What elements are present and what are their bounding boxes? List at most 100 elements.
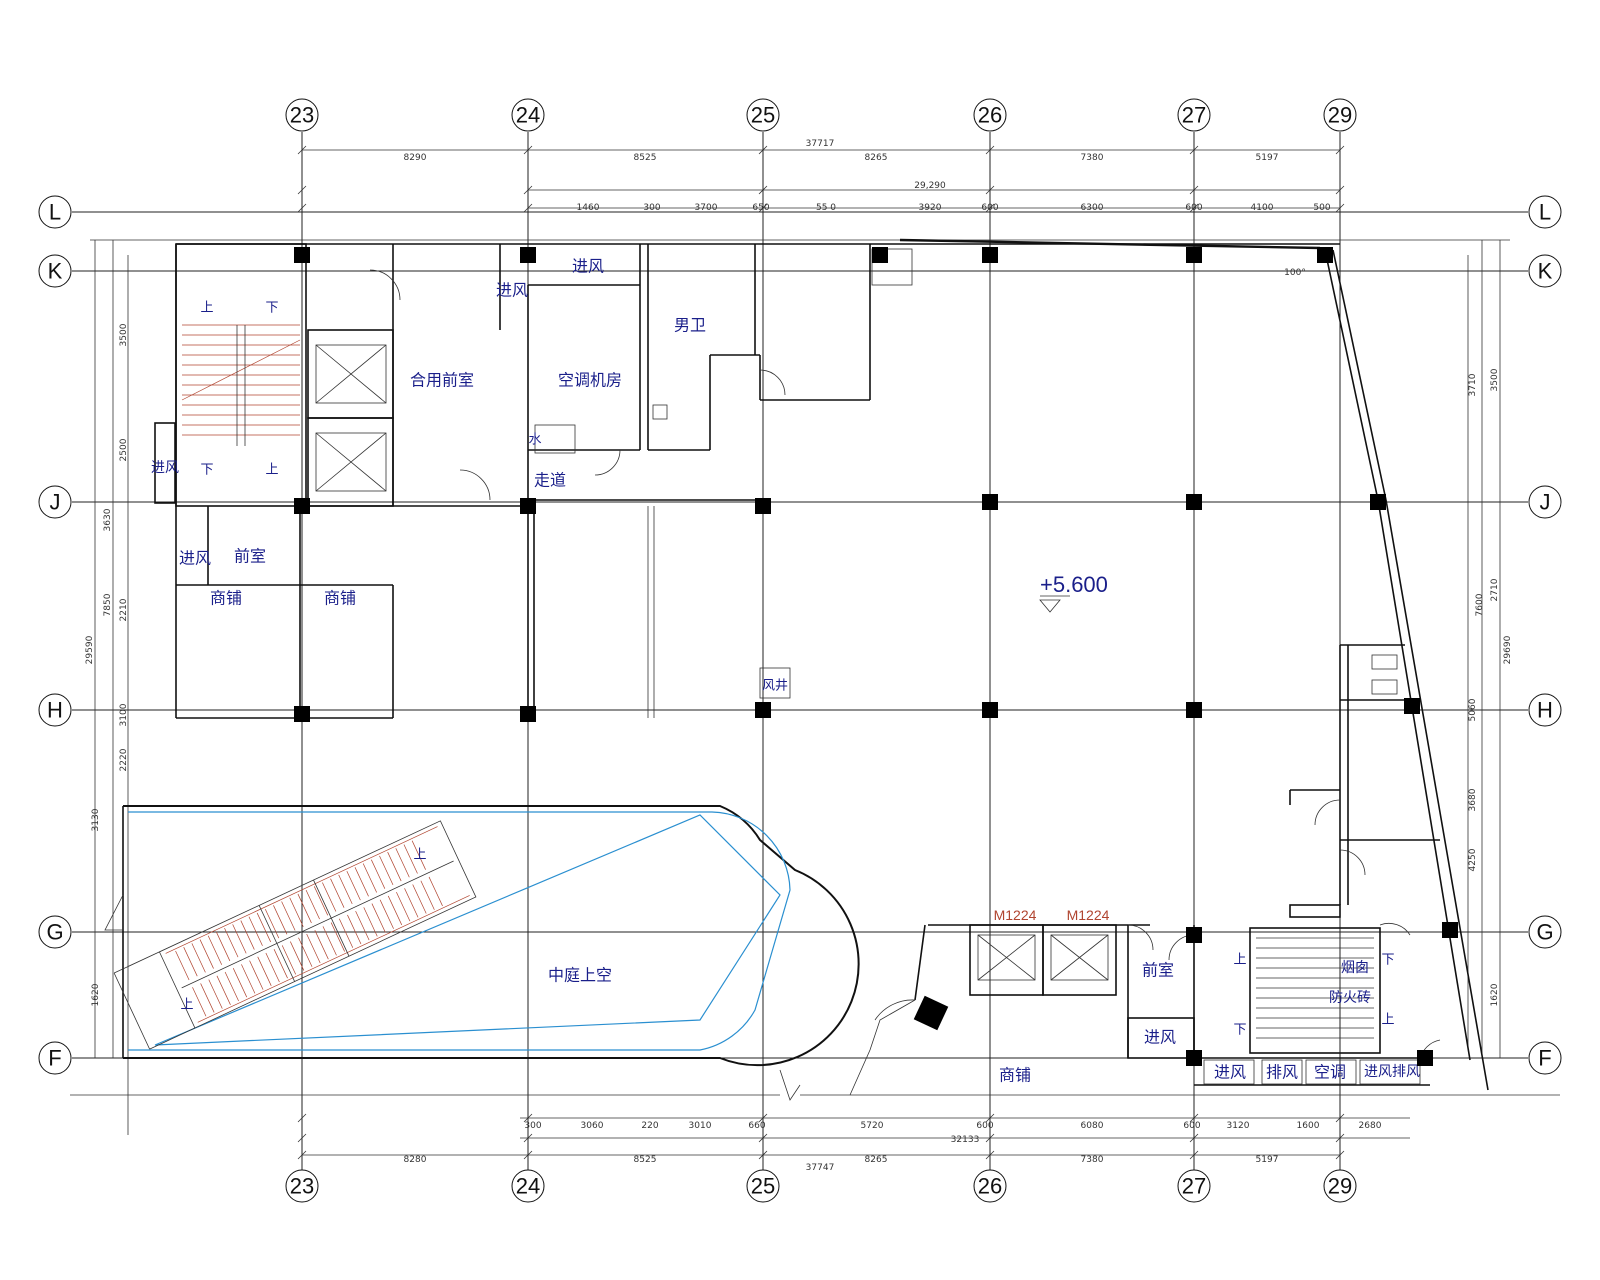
stair-right-up2: 上	[1381, 1013, 1394, 1028]
dim-top2-3: 3700	[695, 203, 718, 213]
svg-text:23: 23	[290, 103, 314, 128]
column-14	[755, 702, 771, 718]
door-m1224-b: M1224	[1067, 907, 1110, 923]
svg-text:23: 23	[290, 1174, 314, 1199]
svg-text:F: F	[48, 1046, 61, 1071]
room-water: 水	[528, 433, 541, 448]
right-rooms	[1289, 644, 1440, 905]
dim-right-4: 5060	[1468, 698, 1478, 721]
dim-left-6: 2220	[119, 748, 129, 771]
column-21	[1417, 1050, 1433, 1066]
room-exhaust: 排风	[1266, 1063, 1298, 1082]
room-intake-3: 进风	[496, 281, 528, 300]
column-6	[294, 498, 310, 514]
dim-right-2: 3500	[1490, 368, 1500, 391]
axis-bubble-26: 26	[973, 98, 1007, 132]
axis-bubble-G: G	[38, 915, 72, 949]
dim-left-8: 1620	[91, 983, 101, 1006]
axis-grid	[72, 132, 1528, 1170]
svg-text:26: 26	[978, 1174, 1002, 1199]
stair-left-up2: 上	[265, 463, 278, 478]
dimension-text: 8290 8525 8265 7380 5197 37717 29,290 14…	[85, 139, 1513, 1173]
dim-top-total: 37717	[806, 139, 835, 149]
dim-top-2: 8525	[634, 153, 657, 163]
stair-core-right: M1224 M1224 前室 进风 上 下 下 上 烟囱 防火砖 进风 排风 空…	[849, 904, 1441, 1096]
column-20	[1186, 1050, 1202, 1066]
axis-bubble-29: 29	[1323, 98, 1357, 132]
room-shaft: 风井	[762, 679, 788, 694]
dim-angle: 100°	[1284, 268, 1306, 278]
svg-text:K: K	[48, 259, 63, 284]
escalator-up-2: 上	[413, 848, 426, 863]
axis-bubble-H: H	[1528, 693, 1562, 727]
dim-top2-1: 1460	[577, 203, 600, 213]
dim-bot-11: 1600	[1297, 1121, 1320, 1131]
room-shared-lobby: 合用前室	[410, 371, 474, 390]
column-3	[982, 247, 998, 263]
room-fire-protection: 防火砖	[1329, 990, 1371, 1006]
room-intake-6: 进风	[1214, 1063, 1246, 1082]
axis-bubble-24: 24	[511, 1169, 545, 1203]
dimension-lines	[90, 145, 1510, 1160]
room-shop-3: 商铺	[999, 1066, 1031, 1085]
room-intake-2: 进风	[572, 257, 604, 276]
svg-text:L: L	[49, 200, 61, 225]
dim-bot-5: 660	[748, 1121, 765, 1131]
dim-top-4: 7380	[1081, 153, 1104, 163]
room-atrium-void: 中庭上空	[548, 966, 612, 985]
stair-right-down2: 下	[1381, 953, 1394, 968]
column-11	[1370, 494, 1386, 510]
dim-bot2-1: 8280	[404, 1155, 427, 1165]
atrium: 中庭上空 上 上	[113, 805, 860, 1067]
dim-left-1: 3500	[119, 323, 129, 346]
column-16	[1186, 702, 1202, 718]
axis-bubble-25: 25	[746, 1169, 780, 1203]
room-corridor: 走道	[534, 471, 566, 490]
axis-bubble-24: 24	[511, 98, 545, 132]
dim-right-3: 2710	[1490, 578, 1500, 601]
svg-text:G: G	[46, 920, 63, 945]
room-aircon: 空调	[1314, 1063, 1346, 1082]
svg-text:L: L	[1539, 200, 1551, 225]
axis-bubble-23: 23	[285, 98, 319, 132]
svg-text:F: F	[1538, 1046, 1551, 1071]
dim-right-7: 1620	[1490, 983, 1500, 1006]
stair-left-up: 上	[200, 301, 213, 316]
column-0	[294, 247, 310, 263]
svg-text:J: J	[50, 490, 61, 515]
column-8	[755, 498, 771, 514]
axis-bubble-G: G	[1528, 915, 1562, 949]
stair-right-up: 上	[1233, 953, 1246, 968]
room-front-room-2: 前室	[1142, 961, 1174, 980]
svg-text:25: 25	[751, 1174, 775, 1199]
svg-text:29: 29	[1328, 1174, 1352, 1199]
dim-top-1: 8290	[404, 153, 427, 163]
axis-bubble-29: 29	[1323, 1169, 1357, 1203]
svg-text:27: 27	[1182, 1174, 1206, 1199]
room-shop-2: 商铺	[324, 589, 356, 608]
axis-bubble-H: H	[38, 693, 72, 727]
svg-text:24: 24	[516, 1174, 540, 1199]
axis-bubble-K: K	[38, 254, 72, 288]
stair-left-down: 下	[265, 301, 278, 316]
dim-bot-9: 600	[1183, 1121, 1200, 1131]
dim-top-total2: 29,290	[914, 181, 946, 191]
escalator-up-1: 上	[180, 998, 193, 1013]
axis-bubble-25: 25	[746, 98, 780, 132]
svg-text:24: 24	[516, 103, 540, 128]
svg-text:K: K	[1538, 259, 1553, 284]
svg-text:J: J	[1540, 490, 1551, 515]
dim-top-5: 5197	[1256, 153, 1279, 163]
dim-top2-8: 6300	[1081, 203, 1104, 213]
dim-bot-6: 5720	[861, 1121, 884, 1131]
dim-bot2-5: 5197	[1256, 1155, 1279, 1165]
outer-walls	[70, 238, 1560, 1101]
column-15	[982, 702, 998, 718]
column-18	[1186, 927, 1202, 943]
column-large	[913, 995, 949, 1031]
elevator-shafts-left	[307, 329, 394, 507]
svg-text:H: H	[1537, 698, 1553, 723]
room-intake-5: 进风	[1144, 1028, 1176, 1047]
shops-left: 进风 前室 商铺 商铺	[175, 506, 394, 719]
